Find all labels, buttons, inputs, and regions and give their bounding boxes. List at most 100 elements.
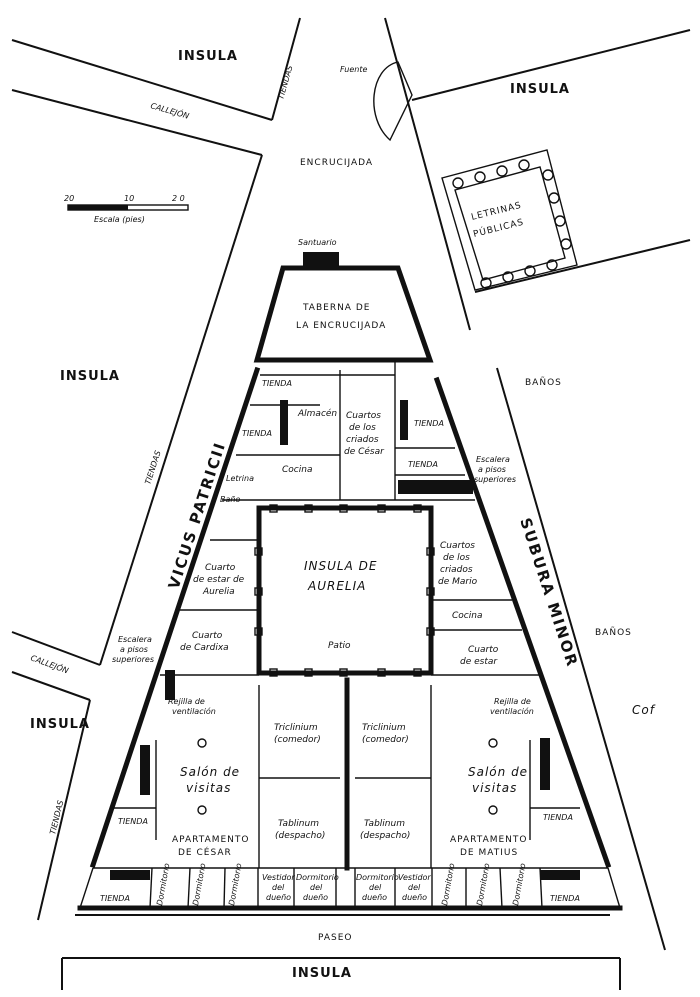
street-lines <box>11 17 691 990</box>
label-dorm-dueno-left-1: Dormitorio <box>296 873 339 882</box>
label-cardixa-1: Cuarto <box>192 631 223 641</box>
label-tiendas-top: TIENDAS <box>276 64 294 100</box>
label-triclinium-right-2: (comedor) <box>362 735 409 745</box>
label-dormitorio-4: Dormitorio <box>440 863 456 907</box>
label-estar-aurelia-2: de estar de <box>193 575 245 585</box>
label-insula-top-right: INSULA <box>510 82 570 97</box>
label-tienda-7: TIENDA <box>100 894 130 903</box>
label-criados-cesar-4: de César <box>344 446 385 457</box>
label-triclinium-left-1: Triclinium <box>274 723 318 733</box>
artist-signature: Cof <box>632 703 656 717</box>
building-walls <box>77 265 623 911</box>
label-criados-mario-1: Cuartos <box>440 541 475 551</box>
staircases <box>110 252 580 880</box>
label-dormitorio-1: Dormitorio <box>155 863 171 907</box>
patio-columns <box>254 504 435 677</box>
label-insula-aurelia-1: INSULA DE <box>304 559 377 573</box>
label-salon-left-1: Salón de <box>180 765 240 779</box>
label-apartamento-cesar-1: APARTAMENTO <box>172 835 250 845</box>
label-taberna-1: TABERNA DE <box>302 303 370 313</box>
scale-label: Escala (pies) <box>94 215 145 224</box>
label-insula-left: INSULA <box>60 369 120 384</box>
label-estar-aurelia-3: Aurelia <box>202 587 235 597</box>
label-escalera-left-1: Escalera <box>118 635 152 644</box>
label-triclinium-left-2: (comedor) <box>274 735 321 745</box>
label-dormitorio-5: Dormitorio <box>475 863 491 907</box>
scale-bar <box>67 204 189 211</box>
label-criados-mario-2: de los <box>443 553 470 563</box>
label-apartamento-matius-2: DE MATIUS <box>460 848 518 858</box>
label-salon-right-2: visitas <box>472 781 517 795</box>
label-rejilla-left-1: Rejilla de <box>168 697 205 706</box>
label-salon-right-1: Salón de <box>468 765 528 779</box>
label-tiendas-left: TIENDAS <box>143 450 162 486</box>
label-vestidor-left-2: del <box>272 883 285 892</box>
label-dorm-dueno-left-2: del <box>310 883 323 892</box>
label-banos-right: BAÑOS <box>595 627 632 638</box>
label-tienda-6: TIENDA <box>543 813 573 822</box>
label-tablinum-left-1: Tablinum <box>278 819 319 829</box>
label-escalera-right-1: Escalera <box>476 455 510 464</box>
label-dormitorio-2: Dormitorio <box>191 863 207 907</box>
label-escalera-left-3: superiores <box>112 655 154 664</box>
label-dorm-dueno-right-2: del <box>369 883 382 892</box>
label-vestidor-left-1: Vestidor <box>262 873 295 882</box>
label-tablinum-right-1: Tablinum <box>364 819 405 829</box>
label-dorm-dueno-right-3: dueño <box>362 893 387 902</box>
label-criados-mario-3: criados <box>440 565 473 575</box>
label-vestidor-right-3: dueño <box>402 893 427 902</box>
label-taberna-2: LA ENCRUCIJADA <box>296 321 386 331</box>
label-vestidor-right-2: del <box>408 883 421 892</box>
label-criados-cesar-3: criados <box>346 435 379 445</box>
label-insula-aurelia-2: AURELIA <box>307 579 366 593</box>
scale-tick-2: 10 <box>124 194 134 203</box>
label-banos-top: BAÑOS <box>525 377 562 388</box>
label-cardixa-2: de Cardixa <box>180 643 229 653</box>
label-escalera-left-2: a pisos <box>120 645 148 654</box>
label-vestidor-right-1: Vestidor <box>398 873 431 882</box>
salon-tables <box>197 738 498 815</box>
label-subura-minor: SUBURA MINOR <box>516 516 581 670</box>
label-criados-cesar-1: Cuartos <box>346 411 381 421</box>
label-salon-left-2: visitas <box>186 781 231 795</box>
label-tienda-4: TIENDA <box>408 460 438 469</box>
label-insula-top-left: INSULA <box>178 49 238 64</box>
label-rejilla-right-2: ventilación <box>490 706 534 716</box>
label-estar-aurelia-1: Cuarto <box>205 563 236 573</box>
label-criados-mario-4: de Mario <box>438 577 478 587</box>
label-triclinium-right-1: Triclinium <box>362 723 406 733</box>
label-bano: Baño <box>220 495 240 504</box>
label-dorm-dueno-left-3: dueño <box>303 893 328 902</box>
scale-tick-3: 2 0 <box>172 194 185 203</box>
label-tablinum-right-2: (despacho) <box>360 831 410 841</box>
label-callejon-top: CALLEJÓN <box>149 99 190 121</box>
scale-tick-1: 20 <box>64 194 74 203</box>
label-insula-bottom: INSULA <box>292 966 352 981</box>
latrine-seats <box>452 159 572 289</box>
label-tienda-1: TIENDA <box>262 379 292 388</box>
label-tienda-5: TIENDA <box>118 817 148 826</box>
label-dormitorio-3: Dormitorio <box>227 863 243 907</box>
label-escalera-right-2: a pisos <box>478 465 506 474</box>
label-letrina: Letrina <box>226 474 254 483</box>
label-cocina-1: Cocina <box>282 465 312 475</box>
label-callejon-bottom: CALLEJÓN <box>29 652 70 676</box>
label-santuario: Santuario <box>298 238 337 247</box>
label-encrucijada: ENCRUCIJADA <box>300 158 373 168</box>
label-cuarto-estar-2: de estar <box>460 657 498 667</box>
label-fuente: Fuente <box>340 65 367 74</box>
label-apartamento-cesar-2: DE CÉSAR <box>178 846 232 858</box>
label-vestidor-left-3: dueño <box>266 893 291 902</box>
label-tablinum-left-2: (despacho) <box>275 831 325 841</box>
label-insula-bottom-left: INSULA <box>30 717 90 732</box>
label-dorm-dueno-right-1: Dormitorio <box>356 873 399 882</box>
label-escalera-right-3: superiores <box>474 475 516 484</box>
label-patio: Patio <box>328 641 351 651</box>
label-apartamento-matius-1: APARTAMENTO <box>450 835 528 845</box>
label-paseo: PASEO <box>318 933 353 943</box>
label-rejilla-left-2: ventilación <box>172 706 216 716</box>
label-tienda-2: TIENDA <box>242 429 272 438</box>
label-almacen: Almacén <box>297 408 337 419</box>
label-rejilla-right-1: Rejilla de <box>494 697 531 706</box>
